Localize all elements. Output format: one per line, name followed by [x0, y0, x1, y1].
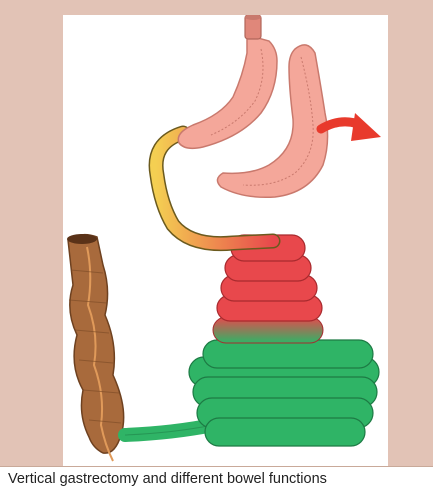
- colon: [67, 234, 124, 461]
- ileum-coils: [125, 340, 379, 446]
- ileum-tail: [125, 425, 213, 435]
- digestive-tract-diagram: [63, 15, 388, 466]
- jejunum-coils: [213, 235, 323, 343]
- caption-bar: Vertical gastrectomy and different bowel…: [0, 466, 433, 492]
- stomach-sleeve: [178, 15, 277, 148]
- curved-arrow-icon: [321, 113, 381, 141]
- figure-caption: Vertical gastrectomy and different bowel…: [8, 471, 327, 487]
- illustration-panel: [63, 15, 388, 466]
- colon-opening: [67, 234, 97, 244]
